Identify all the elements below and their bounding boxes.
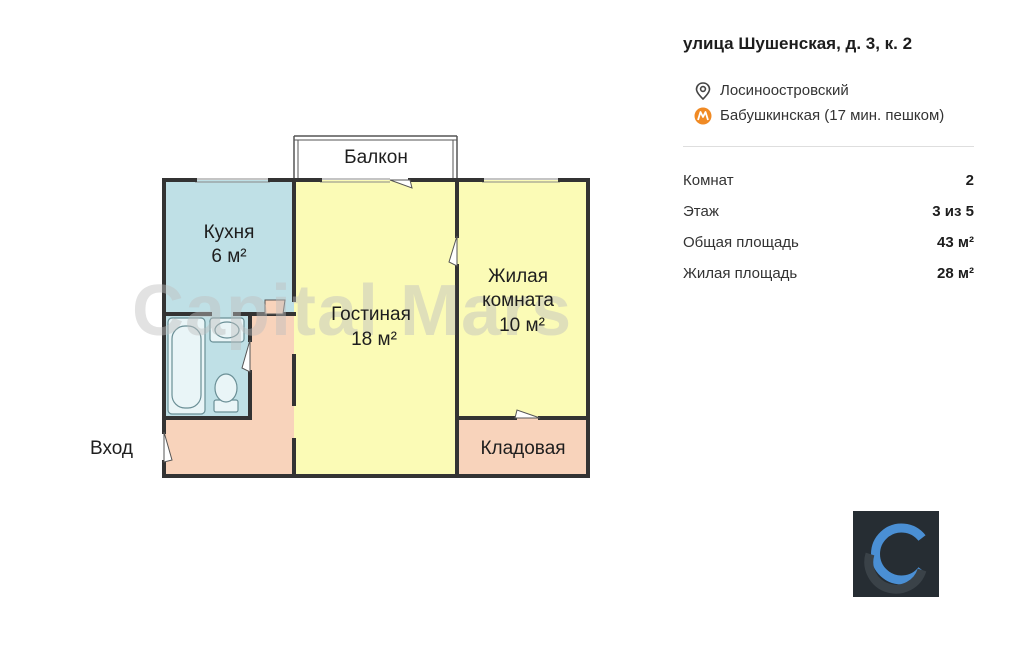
label-bedroom-2: комната <box>482 290 554 311</box>
param-rooms: Комнат 2 <box>683 165 974 196</box>
param-total-area: Общая площадь 43 м² <box>683 227 974 258</box>
label-balcony: Балкон <box>344 147 408 168</box>
param-living-area: Жилая площадь 28 м² <box>683 258 974 289</box>
location-pin-icon <box>694 81 712 100</box>
toilet-icon <box>213 373 239 413</box>
param-value: 3 из 5 <box>932 203 974 220</box>
room-hall <box>164 314 294 476</box>
metro-row: Бабушкинская (17 мин. пешком) <box>683 103 974 128</box>
param-label: Комнат <box>683 172 734 189</box>
label-bedroom-area: 10 м² <box>499 315 545 336</box>
listing-info: улица Шушенская, д. 3, к. 2 Лосиноостров… <box>683 30 974 289</box>
param-value: 2 <box>965 172 974 189</box>
param-value: 28 м² <box>937 265 974 282</box>
param-label: Жилая площадь <box>683 265 798 282</box>
floor-plan: Capital Mars Балкон Кухня 6 м² Гостиная … <box>90 135 590 478</box>
label-kitchen-area: 6 м² <box>211 246 246 267</box>
doors <box>163 179 541 463</box>
room-kitchen <box>164 180 294 314</box>
walls <box>162 178 590 478</box>
label-bedroom-1: Жилая <box>488 266 548 287</box>
room-storage <box>457 418 588 476</box>
divider <box>683 146 974 147</box>
param-floor: Этаж 3 из 5 <box>683 196 974 227</box>
room-living <box>294 180 457 476</box>
district-row: Лосиноостровский <box>683 78 974 103</box>
sink-icon <box>209 317 245 343</box>
room-bedroom <box>457 180 588 418</box>
param-value: 43 м² <box>937 234 974 251</box>
address-title: улица Шушенская, д. 3, к. 2 <box>683 34 913 53</box>
label-living: Гостиная <box>331 304 411 325</box>
watermark: Capital Mars <box>132 271 572 351</box>
label-storage: Кладовая <box>480 438 565 459</box>
label-living-area: 18 м² <box>351 329 397 350</box>
metro-name: Бабушкинская (17 мин. пешком) <box>720 107 945 124</box>
param-label: Общая площадь <box>683 234 799 251</box>
label-kitchen: Кухня <box>204 222 255 243</box>
metro-icon <box>694 107 712 125</box>
param-label: Этаж <box>683 203 719 220</box>
balcony <box>293 135 458 180</box>
brand-logo-icon <box>853 511 939 597</box>
label-entrance: Вход <box>90 438 133 459</box>
bathtub-icon <box>167 317 206 415</box>
windows <box>195 178 560 183</box>
district-name: Лосиноостровский <box>720 82 849 99</box>
